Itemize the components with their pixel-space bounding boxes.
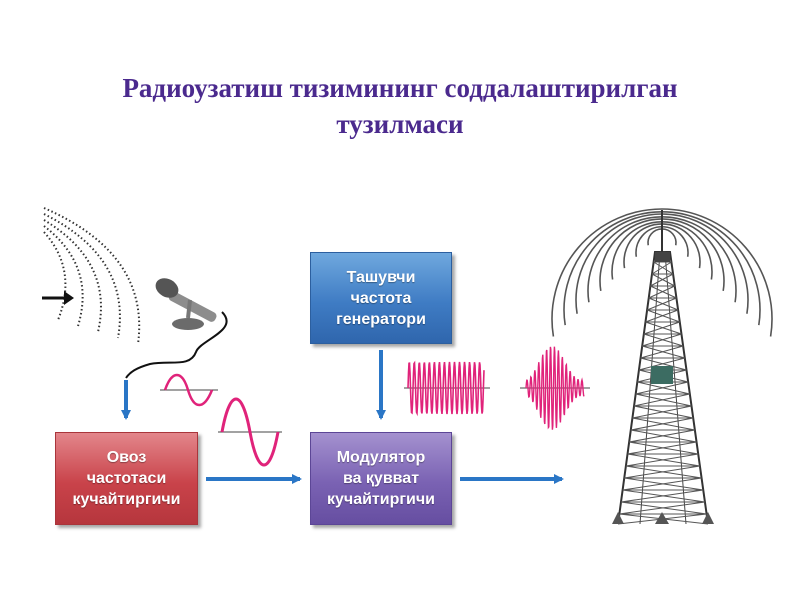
modulator-label-line-2: ва қувват — [342, 470, 420, 487]
amplifier-label-line-2: частотаси — [86, 470, 167, 487]
modulated-wave — [520, 346, 590, 430]
sound-waves-icon — [43, 207, 141, 345]
modulator-label-line-1: Модулятор — [336, 449, 426, 466]
generator-label-line-3: генератори — [336, 310, 426, 328]
modulator-power-amplifier-block: Модулятор ва қувват кучайтиргичи — [310, 432, 452, 525]
generator-label-line-2: частота — [350, 289, 412, 307]
modulator-label-line-3: кучайтиргичи — [327, 491, 435, 508]
antenna-tower-icon — [551, 208, 773, 525]
page-title-line-2: тузилмаси — [336, 109, 464, 139]
carrier-wave — [404, 360, 490, 417]
microphone-icon — [125, 278, 228, 379]
sound-input-arrow-icon — [42, 291, 74, 305]
audio-signal-wave-small — [160, 373, 218, 407]
amplifier-label-line-3: кучайтиргичи — [72, 491, 181, 508]
page-title-line-1: Радиоузатиш тизимининг соддалаштирилган — [122, 73, 678, 103]
audio-frequency-amplifier-block: Овоз частотаси кучайтиргичи — [55, 432, 198, 525]
amplified-audio-wave — [218, 397, 282, 467]
generator-label-line-1: Ташувчи — [346, 268, 416, 286]
amplifier-label-line-1: Овоз — [106, 449, 147, 466]
page-title: Радиоузатиш тизимининг соддалаштирилган … — [40, 70, 760, 142]
carrier-frequency-generator-block: Ташувчи частота генератори — [310, 252, 452, 344]
